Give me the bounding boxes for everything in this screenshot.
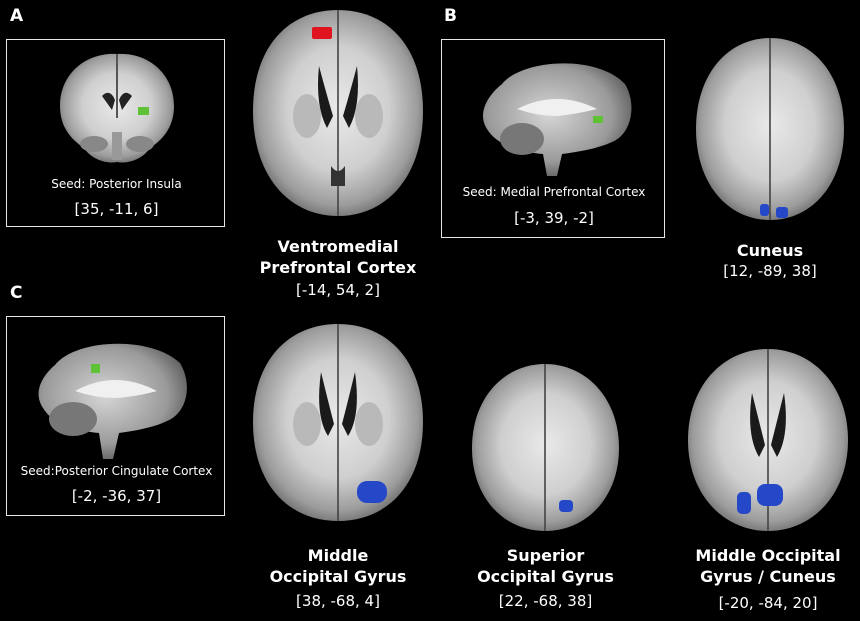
region-coord-middle-occipital: [38, -68, 4]	[296, 592, 380, 610]
region-label-middle-occipital: Middle Occipital Gyrus	[269, 546, 407, 586]
axial-brain-cuneus	[696, 38, 844, 220]
seed-coord-a: [35, -11, 6]	[74, 200, 159, 218]
coronal-brain-image	[60, 53, 174, 163]
seed-coord-c: [-2, -36, 37]	[71, 487, 162, 505]
axial-brain-superior-occipital	[472, 364, 619, 531]
activation-cluster-vmpfc	[312, 27, 332, 39]
panel-label-a: A	[10, 6, 24, 26]
seed-box-c: Seed:Posterior Cingulate Cortex [-2, -36…	[6, 316, 225, 516]
seed-box-a: Seed: Posterior Insula [35, -11, 6]	[6, 39, 225, 227]
panel-label-b: B	[444, 6, 457, 26]
region-coord-superior-occipital: [22, -68, 38]	[498, 592, 593, 610]
activation-cluster-middle-occipital	[357, 481, 387, 503]
sagittal-brain-image-c	[38, 343, 187, 459]
axial-brain-vmpfc	[253, 10, 423, 216]
activation-cluster-cuneus-1	[760, 204, 769, 216]
region-label-middle-occipital-cuneus: Middle Occipital Gyrus / Cuneus	[695, 546, 841, 586]
region-coord-cuneus: [12, -89, 38]	[723, 262, 817, 280]
region-coord-vmpfc: [-14, 54, 2]	[296, 281, 380, 299]
activation-cluster-moc-1	[737, 492, 751, 514]
activation-cluster-superior-occipital	[559, 500, 573, 512]
region-label-vmpfc: Ventromedial Prefrontal Cortex	[259, 237, 417, 277]
region-label-superior-occipital: Superior Occipital Gyrus	[477, 546, 614, 586]
activation-cluster-cuneus-2	[776, 207, 788, 218]
seed-marker-a	[138, 107, 149, 115]
seed-box-b: Seed: Medial Prefrontal Cortex [-3, 39, …	[441, 39, 665, 238]
seed-coord-b: [-3, 39, -2]	[514, 209, 594, 227]
region-coord-middle-occipital-cuneus: [-20, -84, 20]	[718, 594, 818, 612]
seed-label-a: Seed: Posterior Insula	[51, 177, 182, 191]
seed-label-c: Seed:Posterior Cingulate Cortex	[20, 464, 213, 478]
seed-marker-b	[593, 116, 603, 123]
seed-marker-c	[91, 364, 100, 373]
sagittal-brain-image-b	[482, 63, 632, 176]
seed-label-b: Seed: Medial Prefrontal Cortex	[462, 185, 646, 199]
region-label-cuneus: Cuneus	[736, 241, 804, 260]
axial-brain-middle-occipital	[253, 324, 423, 521]
axial-brain-middle-occipital-cuneus	[688, 349, 848, 531]
panel-label-c: C	[10, 283, 23, 303]
activation-cluster-moc-2	[757, 484, 783, 506]
